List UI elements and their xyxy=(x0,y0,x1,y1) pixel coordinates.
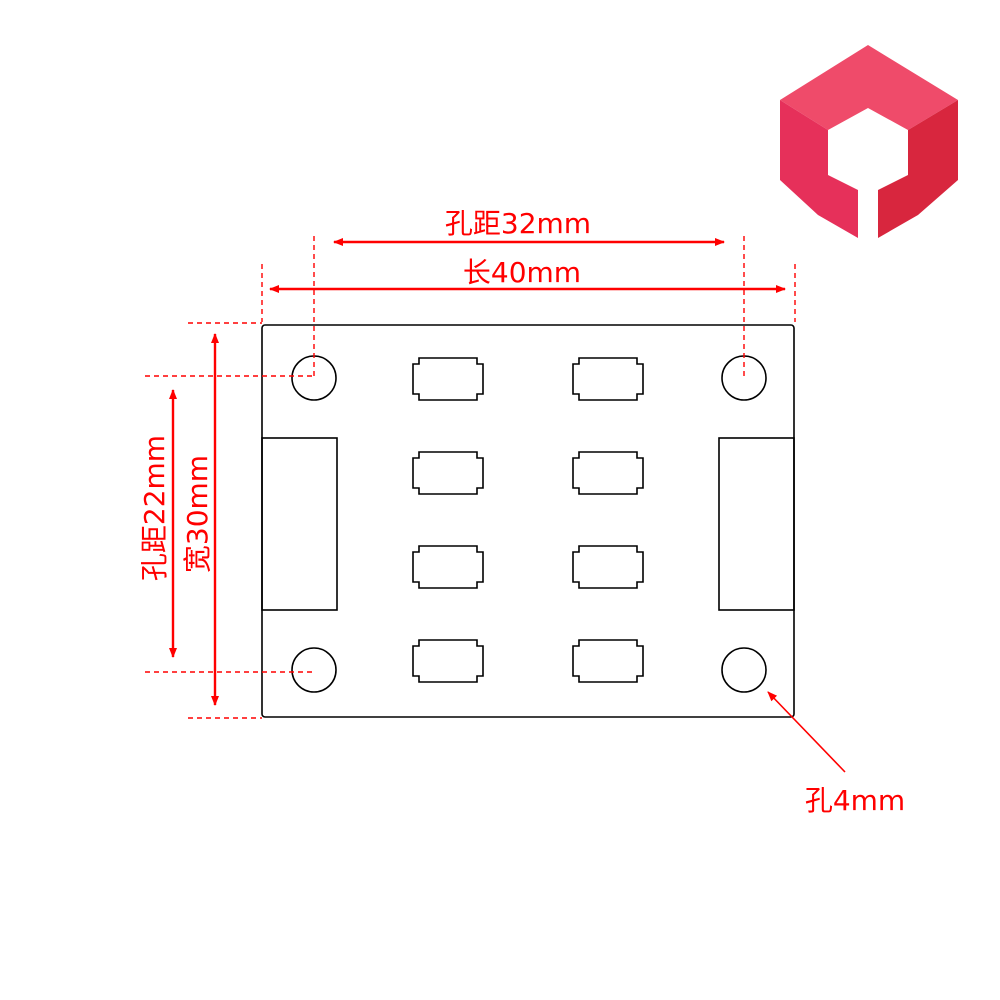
extension-lines xyxy=(145,236,796,719)
smd-pad xyxy=(572,357,644,401)
hole-spacing-y-label: 孔距22mm xyxy=(138,435,171,581)
mount-hole xyxy=(721,647,767,693)
dimension-labels: 孔距32mm 长40mm 孔距22mm 宽30mm 孔4mm xyxy=(138,207,905,817)
dimension-arrows xyxy=(169,238,846,773)
cube-logo-icon xyxy=(780,45,958,238)
side-pad-left xyxy=(261,437,338,611)
side-pad-right xyxy=(718,437,795,611)
board-outline xyxy=(261,324,795,718)
width-label: 宽30mm xyxy=(181,455,214,573)
mount-hole xyxy=(291,647,337,693)
smd-pad xyxy=(572,451,644,495)
smd-pad xyxy=(412,451,484,495)
length-label: 长40mm xyxy=(463,256,581,289)
hole-diameter-leader xyxy=(767,691,846,773)
smd-pad xyxy=(412,545,484,589)
smd-pad xyxy=(412,639,484,683)
board xyxy=(261,324,795,718)
smd-pad xyxy=(572,639,644,683)
smd-pad xyxy=(412,357,484,401)
hole-diameter-label: 孔4mm xyxy=(805,784,905,817)
smd-pad xyxy=(572,545,644,589)
hole-spacing-x-label: 孔距32mm xyxy=(445,207,591,240)
